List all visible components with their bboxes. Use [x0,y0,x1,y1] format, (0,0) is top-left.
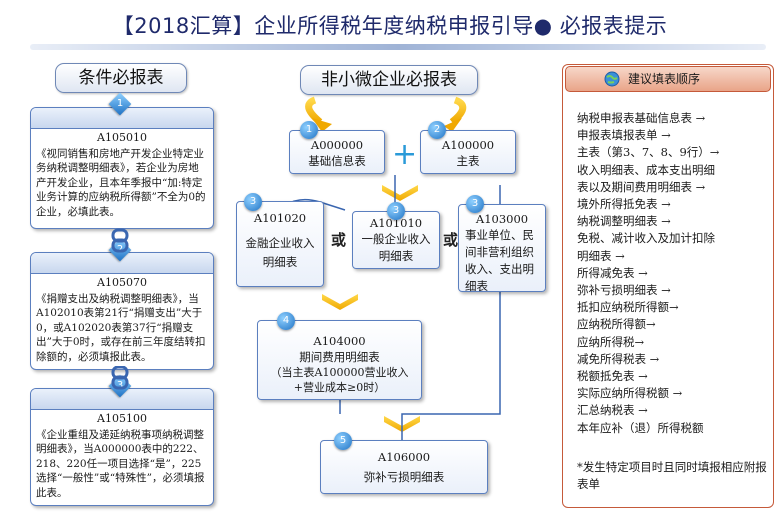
box-label: 期间费用明细表 [299,350,380,364]
box-code: A101010 [369,216,423,230]
box-a103000: A103000 事业单位、民间非营利组织收入、支出明细表 [458,204,546,293]
step-badge: 4 [277,312,295,330]
plus-icon: + [392,137,418,172]
card-text: 《企业重组及递延纳税事项纳税调整明细表》，当A000000表中的222、218、… [36,428,205,499]
order-panel-title: 建议填表顺序 [628,72,701,86]
order-line: 表以及期间费用明细表 → [577,179,706,194]
box-code: A101020 [253,211,307,225]
flow-connectors [285,96,501,440]
box-code: A103000 [475,212,529,226]
or-separator: 或 [331,231,347,249]
step-badge: 2 [428,121,446,139]
order-line: 主表（第3、7、8、9行）→ [577,145,720,160]
order-line: 所得减免表 → [577,265,648,280]
box-code: A100000 [441,138,495,152]
order-line: 实际应纳所得税额 → [577,386,683,401]
order-line: 纳税调整明细表 → [577,214,671,229]
box-label: 事业单位、民间非营利组织收入、支出明细表 [465,228,534,293]
chain-link-icon [111,228,129,253]
order-line: 税额抵免表 → [577,369,648,384]
order-line: 弥补亏损明细表 → [577,283,671,298]
title-underline [30,44,766,50]
page-title: 【2018汇算】企业所得税年度纳税申报引导● 必报表提示 [112,14,668,38]
order-line: 申报表填报表单 → [577,128,671,143]
order-panel-header: 建议填表顺序 [565,66,771,92]
box-a106000: A106000 弥补亏损明细表 [320,440,488,494]
box-label: 一般企业收入明细表 [361,232,431,263]
chain-link-icon [111,366,129,390]
order-line: 应纳所得税→ [577,334,645,349]
step-badge: 3 [244,193,262,211]
order-line: 免税、减计收入及加计扣除 [577,231,715,246]
order-line: 汇总纳税表 → [577,403,648,418]
box-code: A000000 [310,138,364,152]
box-a101010: A101010 一般企业收入明细表 [352,211,440,269]
card-a105070: A105070 《捐赠支出及纳税调整明细表》，当A102010表第21行“捐赠支… [30,252,214,370]
order-line: 明细表 → [577,248,625,263]
step-badge: 5 [334,432,352,450]
order-panel [562,64,774,508]
required-header: 非小微企业必报表 [300,65,478,95]
step-badge: 1 [300,121,318,139]
card-text: 《捐赠支出及纳税调整明细表》，当A102010表第21行“捐赠支出”大于0，或A… [36,292,206,363]
box-label: 基础信息表 [308,154,366,168]
step-badge: 3 [466,195,484,213]
box-label: 弥补亏损明细表 [363,470,445,484]
box-sub: （当主表A100000营业收入+营业成本≥0时） [270,366,409,394]
box-a104000: A104000 期间费用明细表 （当主表A100000营业收入+营业成本≥0时） [257,320,422,400]
card-code: A105010 [97,131,147,144]
globe-icon [604,71,620,87]
order-line: 本年应补（退）所得税额 [577,420,704,435]
card-text: 《视同销售和房地产开发企业特定业务纳税调整明细表》，若企业为房地产开发企业，且本… [36,147,206,218]
card-code: A105100 [97,412,147,425]
order-note: *发生特定项目时且同时填报相应附报表单 [577,460,767,491]
box-a101020: A101020 金融企业收入明细表 [236,201,324,287]
card-a105100: A105100 《企业重组及递延纳税事项纳税调整明细表》，当A000000表中的… [30,388,214,506]
step-badge: 3 [387,202,405,220]
order-line: 境外所得抵免表 → [577,197,671,212]
card-code: A105070 [97,276,147,289]
order-line: 应纳税所得额→ [577,317,656,332]
or-separator: 或 [443,231,459,249]
box-label: 主表 [456,154,480,168]
order-line: 纳税申报表基础信息表 → [577,111,706,125]
order-line: 减免所得税表 → [577,351,660,366]
box-code: A104000 [313,334,366,348]
conditional-header: 条件必报表 [55,63,187,93]
order-line: 收入明细表、成本支出明细 [577,162,715,177]
box-a000000: A000000 基础信息表 [289,130,385,174]
order-list: 纳税申报表基础信息表 → 申报表填报表单 → 主表（第3、7、8、9行）→ 收入… [577,110,772,437]
box-code: A106000 [377,450,431,464]
box-label: 金融企业收入明细表 [245,236,315,269]
order-line: 抵扣应纳税所得额→ [577,300,679,315]
